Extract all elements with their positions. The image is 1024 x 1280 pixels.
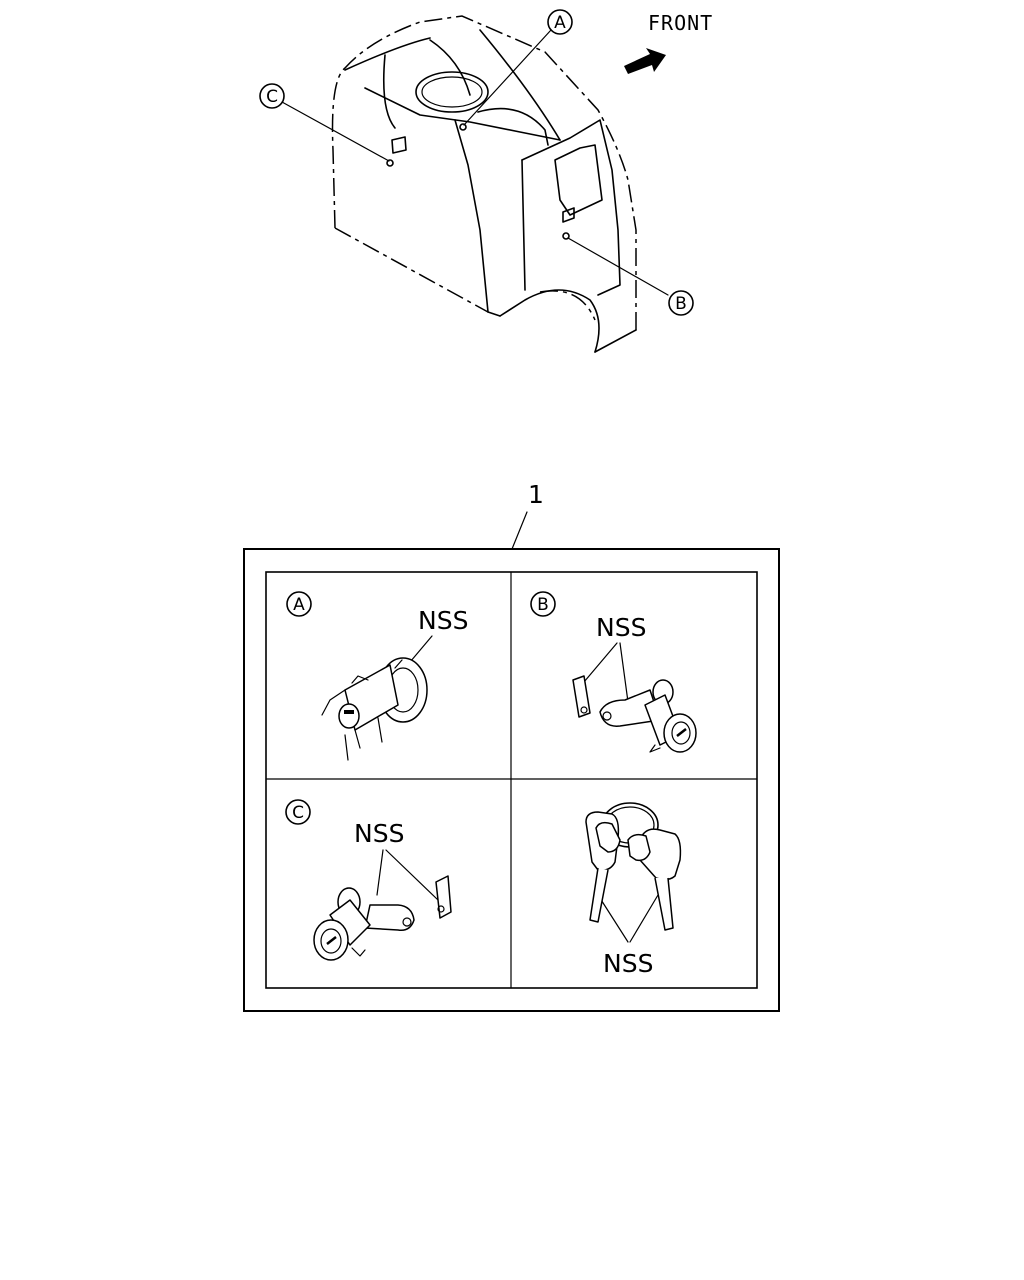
- cab-illustration: [331, 15, 637, 353]
- panel-c-note: NSS: [354, 819, 404, 848]
- front-indicator: FRONT: [624, 11, 713, 74]
- callout-b: B: [567, 237, 694, 316]
- callout-c-letter: C: [266, 87, 278, 107]
- panel-c-door-lock: C NSS: [285, 799, 452, 961]
- panel-b-letter: B: [537, 595, 549, 615]
- callout-b-letter: B: [675, 294, 687, 314]
- door-lock-cylinder-icon: [572, 675, 697, 753]
- panel-keys: NSS: [585, 802, 682, 978]
- callout-c: C: [259, 83, 390, 162]
- panel-keys-note: NSS: [603, 949, 653, 978]
- panel-b-door-lock: B NSS: [530, 591, 697, 753]
- callout-a: A: [463, 9, 573, 126]
- callout-a-letter: A: [554, 13, 566, 33]
- panel-a-letter: A: [293, 595, 305, 615]
- part-number-callout: 1: [511, 480, 544, 550]
- panel-c-letter: C: [292, 803, 304, 823]
- panel-a-note: NSS: [418, 606, 468, 635]
- door-lock-cylinder-left-icon: [313, 875, 452, 961]
- front-label: FRONT: [648, 11, 713, 35]
- panel-a-ignition-lock: A NSS: [286, 591, 468, 761]
- panel-b-note: NSS: [596, 613, 646, 642]
- kit-outer-frame: [243, 548, 780, 1012]
- ignition-cylinder-icon: [321, 657, 428, 761]
- part-number: 1: [528, 480, 544, 509]
- key-set-icon: [585, 802, 682, 931]
- front-arrow-icon: [624, 48, 666, 74]
